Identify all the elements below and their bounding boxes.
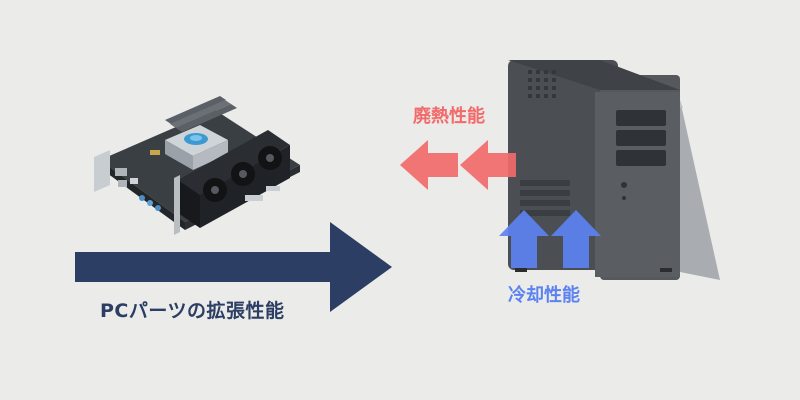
- expansion-arrow: [75, 222, 392, 312]
- motherboard-icon: [94, 96, 300, 235]
- cooling-label: 冷却性能: [508, 285, 580, 306]
- exhaust-arrow-right: [460, 140, 516, 190]
- exhaust-label: 廃熱性能: [413, 106, 485, 127]
- cooling-arrow-left: [499, 210, 549, 268]
- expansion-label: PCパーツの拡張性能: [100, 300, 285, 322]
- cooling-arrows: [499, 210, 601, 268]
- exhaust-arrow-left: [400, 140, 458, 190]
- cooling-arrow-right: [551, 210, 601, 268]
- pc-case-icon: [508, 60, 720, 280]
- exhaust-arrows: [400, 140, 516, 190]
